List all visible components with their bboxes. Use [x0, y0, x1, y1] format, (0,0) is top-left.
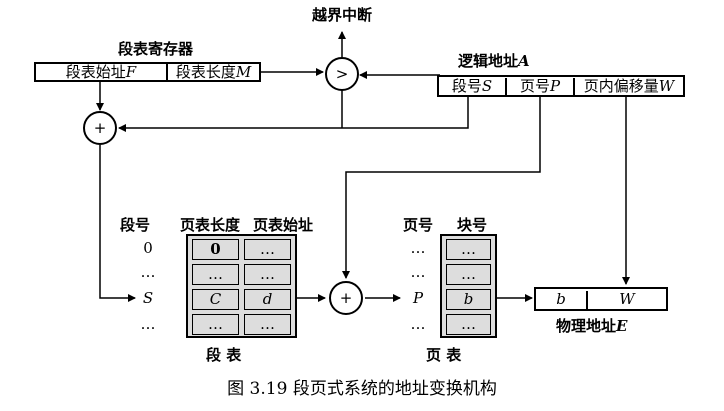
- overflow-label: 越界中断: [312, 6, 373, 24]
- arrow-seg-to-adder: [118, 96, 469, 132]
- segtable-col-len: 页表长度: [180, 216, 241, 234]
- page-table: … … b …: [440, 234, 497, 338]
- segtable-row-label-1: …: [140, 263, 156, 281]
- physical-w: W: [619, 290, 635, 308]
- segtable-len-2: C: [192, 289, 239, 310]
- logical-page-label: 页号: [519, 77, 550, 95]
- pagetable-row-label-0: …: [410, 239, 426, 257]
- pagetable-block-0: …: [446, 239, 491, 260]
- segment-table: 0 … … … C d … …: [186, 234, 297, 338]
- segtable-len-3: …: [192, 314, 239, 335]
- logical-offset-var: W: [658, 77, 675, 95]
- segtable-addr-3: …: [244, 314, 291, 335]
- logical-seg-field: 段号S: [439, 78, 507, 96]
- pagetable-row-label-2: P: [412, 289, 424, 307]
- physical-address-label-var: E: [616, 317, 628, 335]
- logical-address-title-text: 逻辑地址: [458, 52, 519, 70]
- segment-register: 段表始址F 段表长度M: [34, 62, 261, 82]
- logical-page-field: 页号P: [507, 78, 575, 96]
- segtable-len-1: …: [192, 264, 239, 285]
- pagetable-block-1: …: [446, 264, 491, 285]
- segtable-col-addr: 页表始址: [253, 216, 314, 234]
- physical-address-label: 物理地址E: [556, 317, 627, 335]
- physical-address-label-text: 物理地址: [556, 317, 617, 335]
- arrow-page-to-adder: [342, 96, 541, 279]
- segtable-footer: 段 表: [206, 346, 242, 364]
- segment-register-start: 段表始址F: [36, 63, 168, 81]
- pagetable-row-label-1: …: [410, 263, 426, 281]
- compare-circle: >: [325, 57, 359, 91]
- logical-address-title-var: A: [518, 52, 530, 70]
- pagetable-col-page: 页号: [403, 216, 434, 234]
- segtable-col-seg: 段号: [120, 216, 151, 234]
- segtable-row-label-3: …: [140, 315, 156, 333]
- adder-lower: +: [329, 281, 363, 315]
- logical-offset-label: 页内偏移量: [583, 77, 659, 95]
- segtable-row-label-0: 0: [143, 239, 153, 257]
- figure-caption: 图 3.19 段页式系统的地址变换机构: [227, 379, 497, 399]
- pagetable-col-block: 块号: [457, 216, 488, 234]
- pagetable-row-label-3: …: [410, 315, 426, 333]
- logical-seg-var: S: [481, 77, 493, 95]
- segment-register-start-var: F: [125, 63, 137, 81]
- adder-upper: +: [83, 111, 117, 145]
- logical-page-var: P: [549, 77, 561, 95]
- arrow-adder-to-segtable: [99, 145, 136, 302]
- logical-address: 段号S 页号P 页内偏移量W: [437, 75, 685, 97]
- physical-address: b W: [534, 287, 668, 311]
- physical-b: b: [536, 291, 588, 309]
- segment-register-length-label: 段表长度: [175, 63, 236, 81]
- segment-register-length-var: M: [235, 63, 252, 81]
- segtable-addr-2: d: [244, 289, 291, 310]
- segtable-addr-1: …: [244, 264, 291, 285]
- segment-register-length: 段表长度M: [168, 63, 259, 81]
- logical-seg-label: 段号: [451, 77, 482, 95]
- segtable-len-0: 0: [192, 239, 239, 260]
- logical-address-title: 逻辑地址A: [458, 52, 530, 70]
- logical-offset-field: 页内偏移量W: [575, 78, 683, 96]
- segment-register-title: 段表寄存器: [118, 40, 194, 58]
- pagetable-block-3: …: [446, 314, 491, 335]
- pagetable-footer: 页 表: [426, 346, 462, 364]
- segtable-row-label-2: S: [142, 289, 154, 307]
- segtable-addr-0: …: [244, 239, 291, 260]
- pagetable-block-2: b: [446, 289, 491, 310]
- segment-register-start-label: 段表始址: [65, 63, 126, 81]
